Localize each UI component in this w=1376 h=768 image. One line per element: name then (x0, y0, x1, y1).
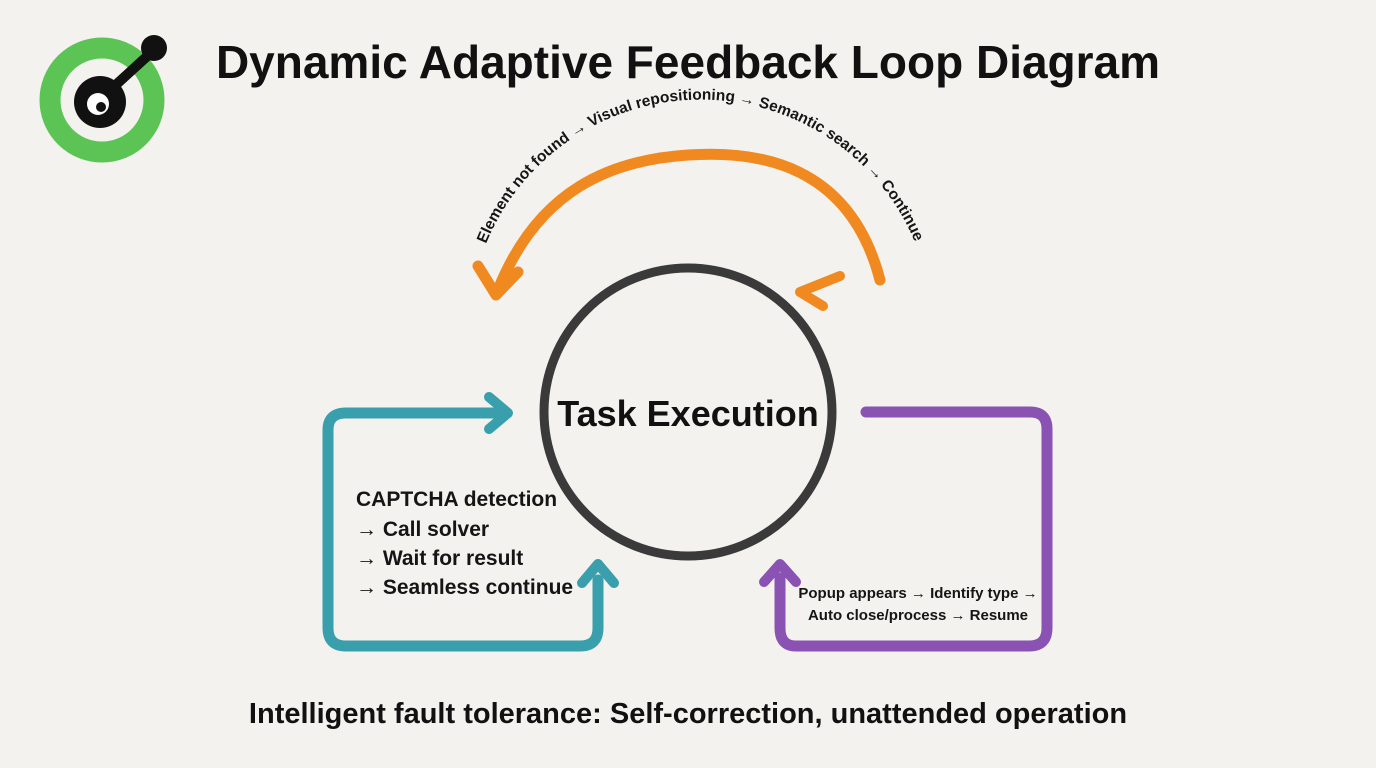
right-feedback-loop: Popup appears → Identify type → Auto clo… (759, 406, 1053, 652)
top-loop-left-arrowhead (472, 260, 524, 301)
task-execution-circle (539, 263, 837, 561)
left-loop-line-3: → Wait for result (356, 547, 523, 570)
right-loop-arrow-line (774, 406, 1053, 652)
left-loop-line-4: → Seamless continue (356, 576, 573, 599)
left-loop-up-arrowhead (577, 559, 619, 588)
task-execution-label: Task Execution (557, 393, 818, 434)
right-loop-line-2: Auto close/process → Resume (808, 607, 1028, 624)
top-loop-arrow-line (494, 148, 886, 291)
page-title: Dynamic Adaptive Feedback Loop Diagram (216, 36, 1160, 88)
right-loop-up-arrowhead (759, 559, 801, 587)
logo-icon (39, 35, 167, 163)
left-loop-line-1: CAPTCHA detection (356, 488, 557, 511)
task-execution-node: Task Execution (539, 263, 837, 561)
footer-caption: Intelligent fault tolerance: Self-correc… (249, 698, 1127, 730)
top-feedback-loop: Element not found → Visual repositioning… (472, 87, 927, 311)
right-loop-line-1: Popup appears → Identify type → (798, 585, 1037, 602)
left-loop-line-2: → Call solver (356, 518, 489, 541)
left-loop-right-arrowhead (484, 392, 513, 434)
top-loop-right-arrowhead (795, 271, 845, 311)
left-feedback-loop: CAPTCHA detection → Call solver → Wait f… (322, 392, 619, 652)
left-loop-arrow-line (322, 407, 604, 652)
